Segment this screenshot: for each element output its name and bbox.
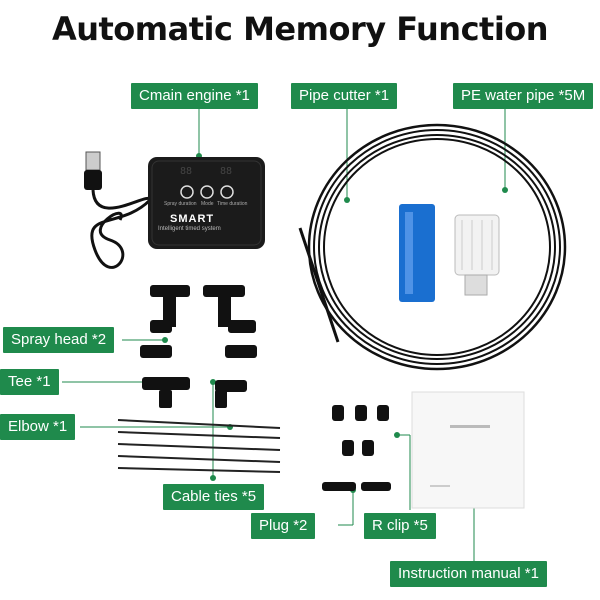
- label-pipe-cutter: Pipe cutter *1: [291, 83, 398, 109]
- label-main-engine: Cmain engine *1: [131, 83, 258, 109]
- label-pe-pipe: PE water pipe *5M: [453, 83, 594, 109]
- elbow-fitting-icon: [215, 380, 247, 408]
- label-r-clip: R clip *5: [364, 513, 436, 539]
- device-digits-right: 88: [220, 166, 233, 177]
- label-tee: Tee *1: [0, 369, 59, 395]
- label-manual: Instruction manual *1: [390, 561, 547, 587]
- cable-ties: [117, 419, 281, 473]
- spray-head-fittings: [140, 285, 257, 358]
- device-digits-left: 88: [180, 166, 193, 177]
- tee-fitting-icon: [142, 377, 190, 408]
- label-plug: Plug *2: [251, 513, 316, 539]
- device-subtitle: Intelligent timed system: [158, 226, 221, 232]
- label-spray-head: Spray head *2: [3, 327, 115, 353]
- label-cable-ties: Cable ties *5: [163, 484, 265, 510]
- device-button-mode: Mode: [201, 201, 214, 207]
- device-button-time-duration: Time duration: [217, 201, 248, 207]
- device-button-spray-duration: Spray duration: [164, 201, 197, 207]
- usb-plug-icon: [84, 151, 152, 269]
- device-brand: SMART: [170, 213, 215, 225]
- label-elbow: Elbow *1: [0, 414, 76, 440]
- plug-icon: [322, 482, 391, 491]
- instruction-manual: [411, 391, 525, 509]
- main-engine-device: [148, 157, 265, 249]
- r-clip-icon: [332, 405, 389, 456]
- filter-icon: [454, 214, 500, 296]
- pe-pipe-coil: [298, 123, 567, 371]
- pipe-cutter-icon: [399, 204, 435, 302]
- page-title: Automatic Memory Function: [51, 10, 549, 48]
